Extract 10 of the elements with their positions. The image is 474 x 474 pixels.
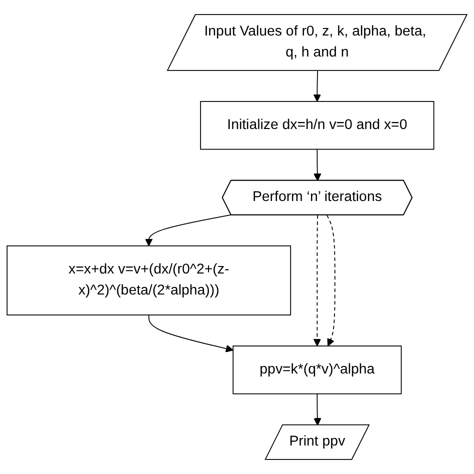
arrow	[148, 314, 234, 352]
arrow	[313, 214, 322, 346]
node-box: Initialize dx=h/n v=0 and x=0	[200, 101, 434, 150]
node-box: x=x+dx v=v+(dx/(r0^2+(z-x)^2)^(beta/(2*alpha)))	[6, 245, 292, 316]
arrow	[144, 214, 232, 246]
arrow	[314, 148, 322, 182]
arrow	[314, 393, 322, 426]
node-box: ppv=k*(q*v)^alpha	[232, 346, 402, 394]
arrow	[313, 70, 322, 102]
arrow	[326, 214, 336, 346]
